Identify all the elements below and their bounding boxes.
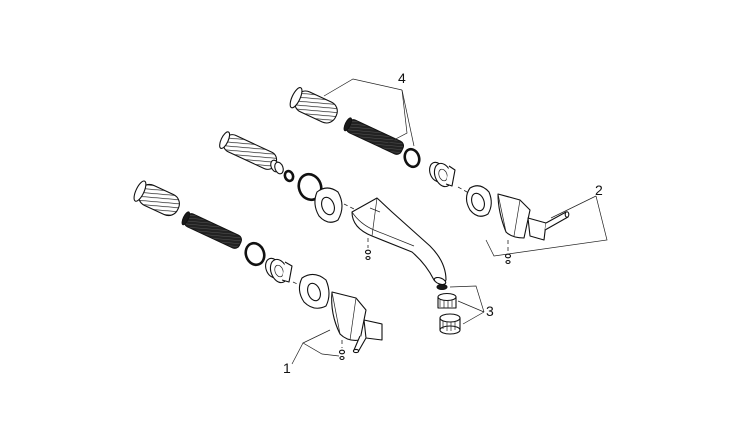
leader-1: [291, 329, 340, 365]
right-handle-lever: [527, 211, 570, 241]
spout: [351, 197, 447, 286]
bottom-o-ring: [244, 241, 266, 267]
bottom-threaded-rod: [181, 211, 243, 249]
left-handle-body: [331, 291, 367, 341]
callout-1: 1: [283, 360, 291, 376]
middle-sleeve: [219, 131, 278, 170]
aerator-insert: [437, 292, 457, 309]
top-sleeve: [289, 87, 338, 124]
bottom-sleeve: [133, 180, 180, 217]
left-handle-lever: [352, 319, 383, 354]
middle-small-nipple: [270, 159, 284, 175]
bottom-adapter-nut: [265, 257, 293, 284]
top-threaded-rod: [343, 117, 405, 155]
aerator-housing: [439, 313, 461, 335]
middle-large-o-ring: [297, 172, 323, 202]
aerator-washer: [436, 284, 448, 290]
top-o-ring: [403, 147, 421, 169]
top-rosette-plate: [465, 185, 492, 217]
top-adapter-nut: [429, 161, 456, 188]
leader-4: [323, 78, 415, 147]
right-handle-body: [497, 193, 531, 239]
right-set-screw: [504, 240, 512, 265]
left-set-screw: [338, 340, 346, 361]
middle-rosette-plate: [314, 187, 343, 223]
callout-2: 2: [595, 182, 603, 198]
callout-3: 3: [486, 303, 494, 319]
spout-set-screw: [364, 238, 372, 261]
middle-small-o-ring: [283, 169, 295, 183]
callout-4: 4: [398, 70, 406, 86]
leader-3: [449, 285, 485, 325]
bottom-rosette-plate: [298, 273, 330, 309]
leader-2: [485, 195, 608, 257]
